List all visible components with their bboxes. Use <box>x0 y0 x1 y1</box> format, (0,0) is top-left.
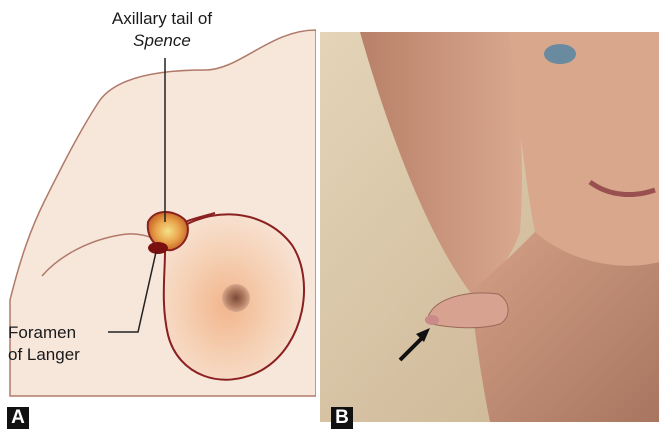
accessory-nipple <box>425 315 439 325</box>
eye <box>544 44 576 64</box>
breast-anatomy-illustration <box>0 0 316 432</box>
panel-label-b: B <box>331 407 353 429</box>
panel-label-a: A <box>7 407 29 429</box>
clinical-photo <box>320 32 659 422</box>
label-axillary-tail-line1: Axillary tail of <box>72 8 252 30</box>
foramen-of-langer <box>148 242 168 254</box>
label-foramen: Foramen of Langer <box>8 322 118 366</box>
label-foramen-line2: of Langer <box>8 344 118 366</box>
label-foramen-line1: Foramen <box>8 322 118 344</box>
label-axillary-tail: Axillary tail of Spence <box>72 8 252 52</box>
label-axillary-tail-line2: Spence <box>72 30 252 52</box>
nipple <box>222 284 250 312</box>
